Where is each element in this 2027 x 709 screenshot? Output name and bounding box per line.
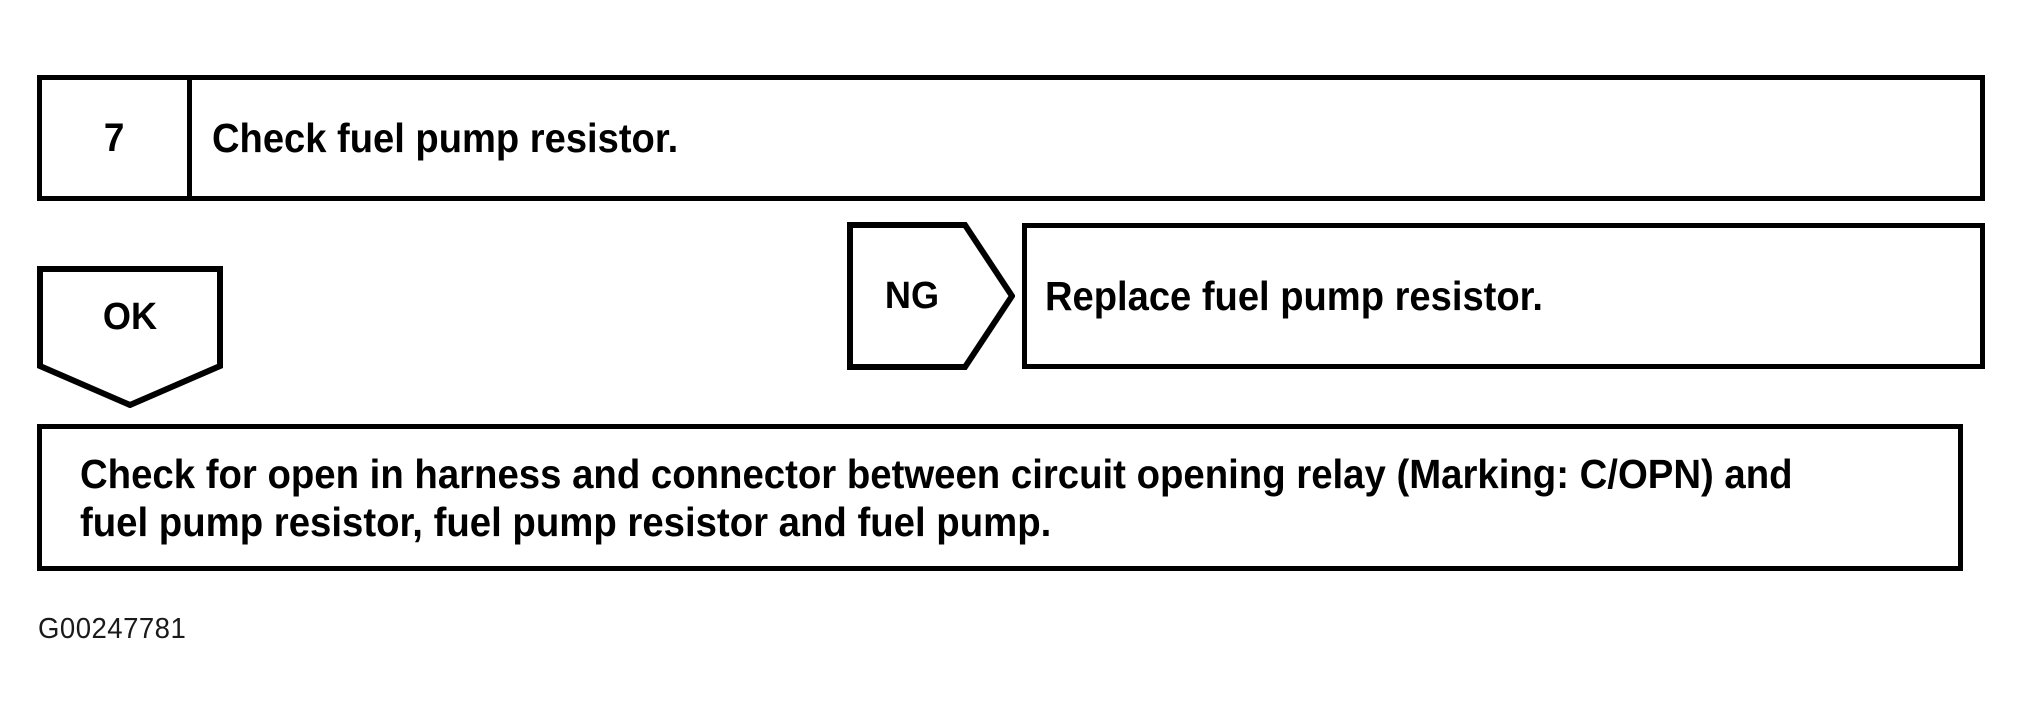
ng-label: NG (884, 274, 940, 317)
step-title-cell: Check fuel pump resistor. (192, 80, 1980, 196)
step-box: 7 Check fuel pump resistor. (37, 75, 1985, 201)
ok-branch-arrow: OK (37, 266, 223, 408)
step-title: Check fuel pump resistor. (212, 114, 679, 161)
pentagon-down-icon (37, 266, 223, 408)
step-number: 7 (104, 115, 125, 160)
next-step-line-2: fuel pump resistor, fuel pump resistor a… (80, 498, 1052, 545)
step-number-cell: 7 (42, 80, 192, 196)
ok-label: OK (102, 295, 158, 338)
ng-branch-arrow: NG (847, 222, 1015, 370)
next-step-box: Check for open in harness and connector … (37, 424, 1963, 571)
pentagon-right-icon (847, 222, 1015, 370)
ng-action-text: Replace fuel pump resistor. (1045, 272, 1543, 319)
figure-id: G00247781 (38, 613, 187, 645)
next-step-line-1: Check for open in harness and connector … (80, 450, 1793, 497)
ng-action-box: Replace fuel pump resistor. (1022, 223, 1985, 369)
